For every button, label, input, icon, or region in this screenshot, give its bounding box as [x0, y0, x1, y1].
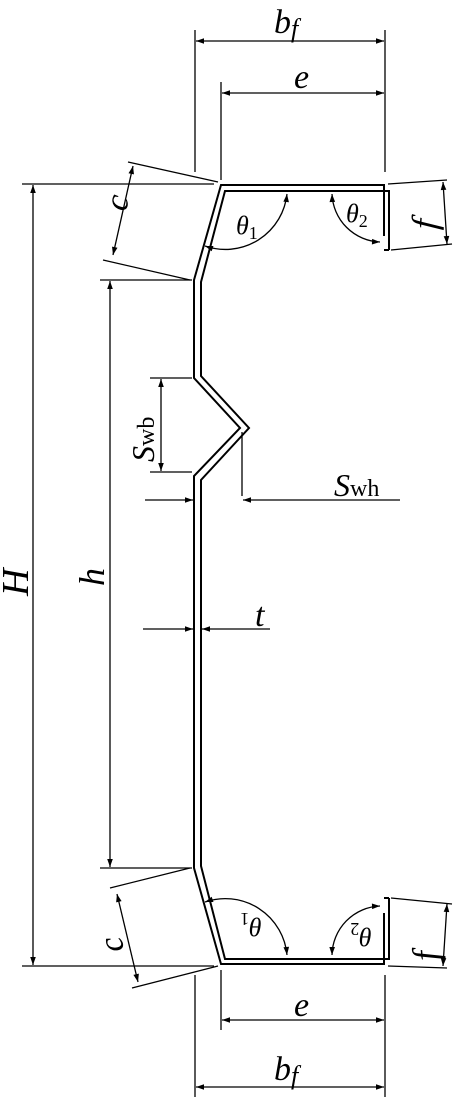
t-label: t	[255, 597, 266, 634]
theta2-top-arc	[329, 193, 381, 245]
c-top-label: c	[98, 191, 137, 213]
section-outline	[193, 184, 390, 965]
bottom-c-dimension: c	[92, 867, 219, 989]
theta1-bottom-arc	[204, 896, 290, 956]
theta2-top-label: θ2	[346, 199, 368, 231]
e-bottom-label: e	[294, 987, 309, 1024]
top-flange-dimensions: bf e	[194, 4, 386, 180]
theta1-bottom-label: θ1	[240, 909, 262, 941]
stiffener-depth-dimension: Swh	[145, 432, 400, 503]
bottom-angle-marks: θ1 θ2	[204, 896, 381, 956]
f-top-extension-lower	[390, 243, 453, 251]
f-top-label: f	[404, 213, 445, 231]
c-top-extension-upper	[127, 161, 219, 183]
c-bottom-label: c	[92, 934, 131, 956]
h-label: h	[72, 568, 112, 586]
stiffener-width-dimension: Swb	[125, 377, 192, 473]
theta1-top-arc	[204, 193, 289, 252]
web-height-dimension: h	[72, 279, 192, 869]
section-outer-edge	[193, 184, 385, 965]
bf-top-label: bf	[274, 4, 302, 43]
c-bottom-extension-lower	[131, 965, 219, 989]
c-bottom-dimension-line	[116, 893, 139, 983]
bottom-flange-dimensions: e bf	[194, 970, 386, 1097]
top-c-dimension: c	[98, 161, 219, 281]
c-top-extension-lower	[102, 259, 191, 281]
f-bottom-extension-lower	[387, 965, 448, 969]
top-f-dimension: f	[387, 179, 453, 251]
f-top-extension-upper	[387, 179, 448, 185]
bottom-f-dimension: f	[387, 897, 453, 969]
thickness-dimension: t	[143, 597, 270, 634]
c-bottom-extension-upper	[109, 867, 191, 889]
f-top-dimension-line	[440, 181, 450, 245]
theta2-bottom-label: θ2	[350, 919, 372, 951]
top-angle-marks: θ1 θ2	[204, 193, 381, 252]
f-bottom-dimension-line	[440, 903, 450, 967]
e-top-label: e	[294, 59, 309, 96]
f-bottom-label: f	[405, 944, 446, 962]
c-top-dimension-line	[112, 165, 134, 256]
theta2-bottom-arc	[329, 903, 381, 956]
swh-label: Swh	[334, 467, 379, 503]
theta1-top-label: θ1	[236, 211, 258, 243]
f-bottom-extension-upper	[390, 897, 453, 905]
section-inner-edge	[200, 190, 390, 960]
swb-label: Swb	[125, 417, 161, 462]
H-label: H	[0, 566, 37, 597]
bf-bottom-label: bf	[274, 1051, 302, 1090]
